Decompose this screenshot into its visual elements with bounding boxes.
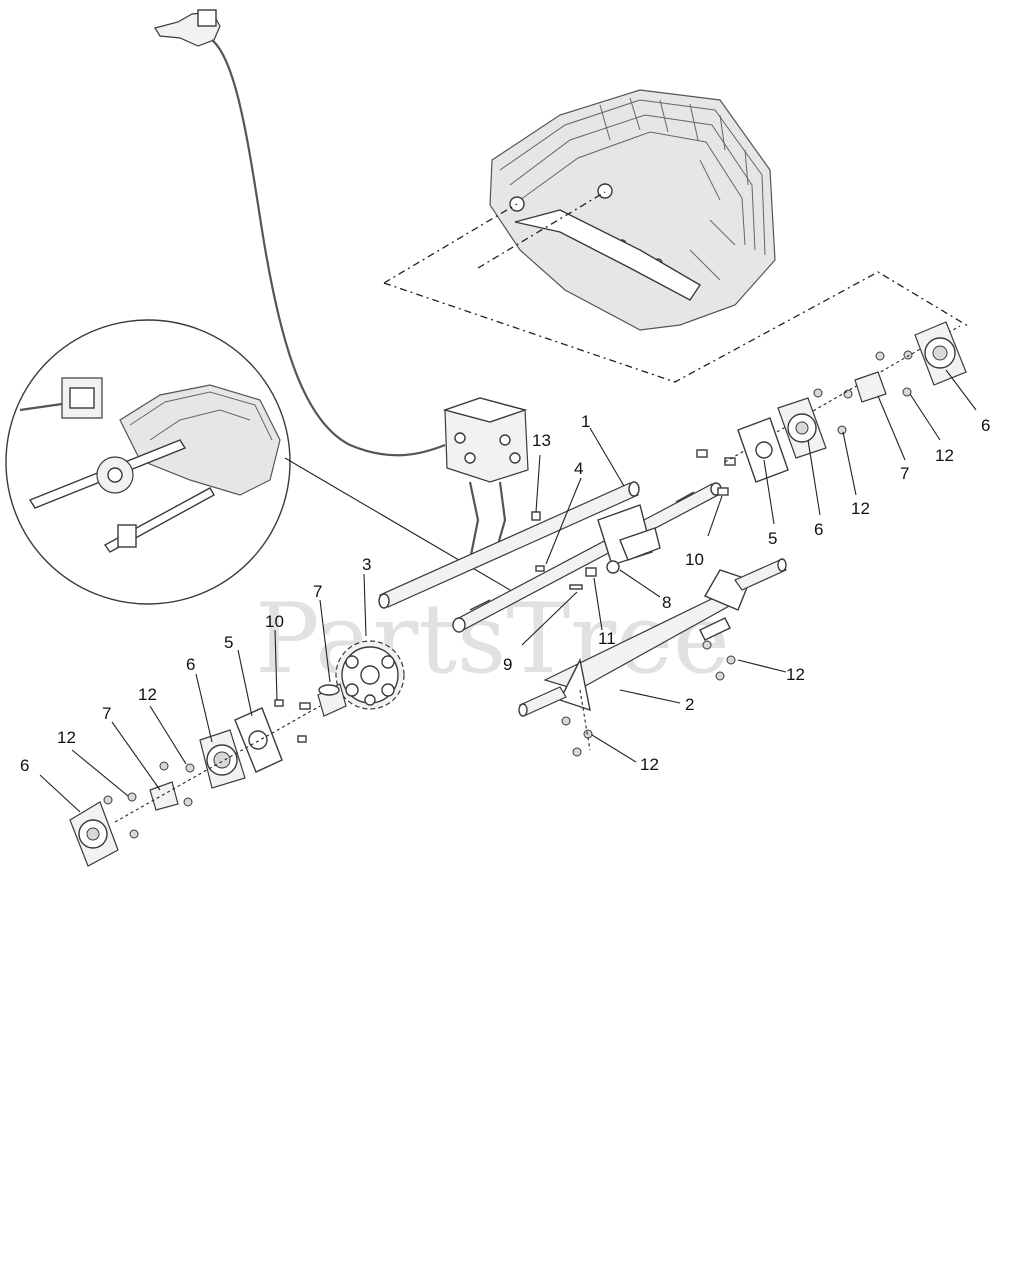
- callout-10-left: 10: [265, 612, 284, 631]
- leader-lines: [39, 369, 977, 813]
- gearbox: [442, 397, 529, 561]
- callout-7-right: 7: [900, 464, 909, 483]
- pin-9: [569, 584, 583, 590]
- washer-8: [606, 560, 620, 574]
- callout-7-lower: 7: [102, 704, 111, 723]
- callout-5-right: 5: [768, 529, 777, 548]
- callout-11: 11: [598, 629, 616, 648]
- spacer-7-right: [854, 371, 887, 403]
- right-hardware: [561, 325, 961, 757]
- callout-12-a: 12: [138, 685, 157, 704]
- callout-3: 3: [362, 555, 371, 574]
- pin-13: [531, 511, 541, 521]
- flange-bearing-6-left: [199, 729, 246, 789]
- flange-bearing-6-right: [777, 397, 827, 459]
- callout-13: 13: [532, 431, 551, 450]
- reference-line: [477, 191, 606, 269]
- arm-2: [518, 558, 787, 717]
- callout-10-right: 10: [685, 550, 704, 569]
- detail-inset: [5, 319, 511, 605]
- left-hardware: [103, 699, 321, 839]
- callout-7-gear: 7: [313, 582, 322, 601]
- shaft-upper: [378, 481, 640, 609]
- callout-12-f: 12: [640, 755, 659, 774]
- callout-12-e: 12: [786, 665, 805, 684]
- callout-2: 2: [685, 695, 694, 714]
- callout-1: 1: [581, 412, 590, 431]
- callout-4: 4: [574, 459, 583, 478]
- callout-12-d: 12: [935, 446, 954, 465]
- spacer-7-lower: [149, 781, 179, 811]
- callout-12-c: 12: [851, 499, 870, 518]
- callout-6-bottom: 6: [20, 756, 29, 775]
- plate-5-right-hole: [755, 441, 773, 459]
- flange-bearing-6-bottom: [69, 801, 119, 867]
- callout-12-b: 12: [57, 728, 76, 747]
- reference-line: [383, 271, 969, 383]
- callout-8: 8: [662, 593, 671, 612]
- callouts: 1 2 3 4 5 5 6 6 6 6 7 7 7 8 9 10 10 11 1…: [20, 412, 990, 775]
- spacer-7-end: [318, 684, 340, 696]
- control-lever-cable: [154, 9, 446, 457]
- callout-5-left: 5: [224, 633, 233, 652]
- shaft-bracket-tab: [619, 527, 661, 561]
- callout-6-left: 6: [186, 655, 195, 674]
- plate-5-left-hole: [248, 730, 268, 750]
- bolt-11: [585, 567, 597, 577]
- reference-line: [383, 203, 518, 284]
- callout-6-right: 6: [814, 520, 823, 539]
- flange-bearing-6-topright: [914, 321, 967, 386]
- callout-6-topright: 6: [981, 416, 990, 435]
- callout-9: 9: [503, 655, 512, 674]
- key-4: [535, 565, 545, 572]
- track-assembly: [489, 89, 776, 331]
- gear-3: [335, 640, 405, 710]
